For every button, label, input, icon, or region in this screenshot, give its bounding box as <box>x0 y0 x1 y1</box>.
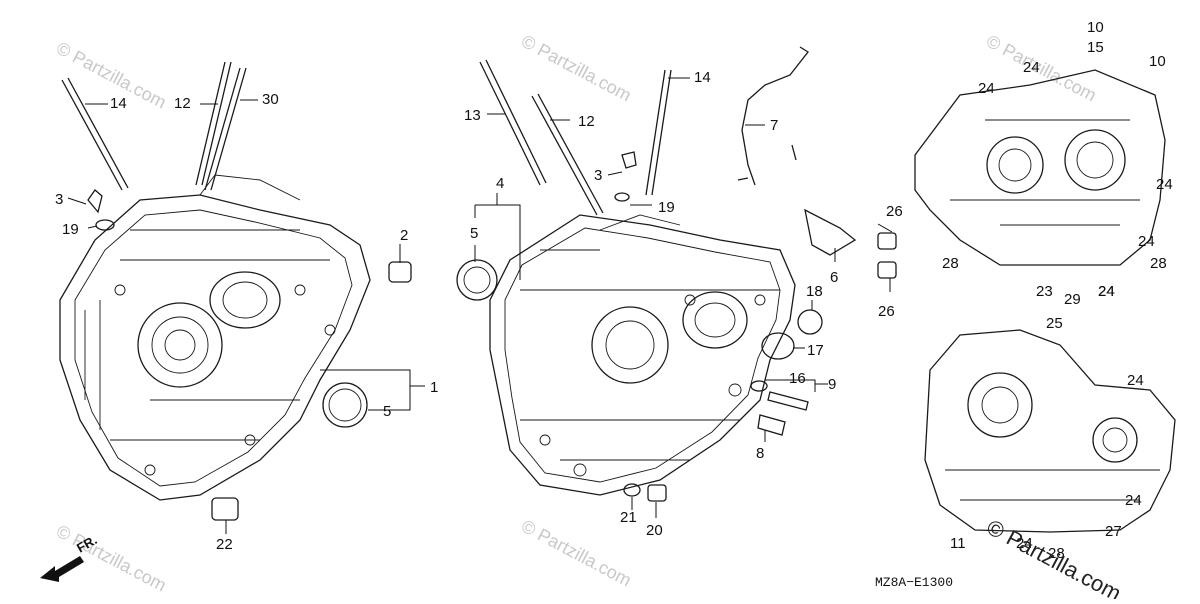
brand-watermark: © Partzilla.com <box>983 514 1126 599</box>
watermark-text: © Partzilla.com <box>983 31 1099 106</box>
callout-number: 18 <box>806 283 823 300</box>
leader-lines <box>67 77 893 534</box>
callout-number: 5 <box>470 225 478 242</box>
watermark-text: © Partzilla.com <box>518 31 634 106</box>
callout-number: 26 <box>886 203 903 220</box>
callout-number: 24 <box>1098 283 1115 300</box>
callout-number: 28 <box>942 255 959 272</box>
callout-number: 28 <box>1048 545 1065 562</box>
callout-number: 24 <box>1125 492 1142 509</box>
callout-number: 29 <box>1064 291 1081 308</box>
callout-number: 24 <box>1016 535 1033 552</box>
callout-number: 28 <box>1150 255 1167 272</box>
center-studs <box>479 59 672 216</box>
callout-number: 2 <box>400 227 408 244</box>
callout-number: 14 <box>694 69 711 86</box>
right-cover-top <box>914 69 1166 266</box>
callout-number: 10 <box>1087 19 1104 36</box>
callout-number: 12 <box>578 113 595 130</box>
callout-number: 14 <box>110 95 127 112</box>
callout-number: 30 <box>262 91 279 108</box>
left-studs <box>61 61 247 191</box>
callout-number: 3 <box>594 167 602 184</box>
callout-number: 27 <box>1105 523 1122 540</box>
callout-number: 11 <box>950 535 966 552</box>
callout-number: 24 <box>978 80 995 97</box>
callout-number: 12 <box>174 95 191 112</box>
watermark-layer: © Partzilla.com © Partzilla.com © Partzi… <box>53 31 1099 596</box>
diagram-code: MZ8A−E1300 <box>875 575 953 590</box>
callout-number: 24 <box>1138 233 1155 250</box>
callout-number: 1 <box>430 379 438 396</box>
callout-number: 13 <box>464 107 481 124</box>
callout-number: 5 <box>383 403 391 420</box>
right-cover-bottom <box>924 329 1176 533</box>
callout-number: 17 <box>807 342 824 359</box>
callout-number: 21 <box>620 509 637 526</box>
callout-number: 9 <box>828 376 836 393</box>
left-crankcase <box>59 174 371 501</box>
callout-number: 16 <box>789 370 806 387</box>
callout-number: 26 <box>878 303 895 320</box>
callout-number: 24 <box>1023 59 1040 76</box>
callout-number: 24 <box>1098 283 1115 300</box>
left-small-parts <box>87 189 412 521</box>
callout-number: 22 <box>216 536 233 553</box>
center-crankcase <box>489 214 796 496</box>
callout-number: 4 <box>496 175 504 192</box>
callout-number: 19 <box>658 199 675 216</box>
callout-number: 20 <box>646 522 663 539</box>
watermark-text: © Partzilla.com <box>53 521 169 596</box>
callout-number: 24 <box>1127 372 1144 389</box>
callout-number: 25 <box>1046 315 1063 332</box>
callout-number: 23 <box>1036 283 1053 300</box>
callout-number: 7 <box>770 117 778 134</box>
callout-number: 8 <box>756 445 764 462</box>
callout-number: 15 <box>1087 39 1104 56</box>
callout-number: 10 <box>1149 53 1166 70</box>
callout-number: 19 <box>62 221 79 238</box>
callout-number: 6 <box>830 269 838 286</box>
watermark-text: © Partzilla.com <box>518 516 634 591</box>
callout-number: 24 <box>1156 176 1173 193</box>
callout-number: 3 <box>55 191 63 208</box>
center-small-parts <box>456 46 897 502</box>
